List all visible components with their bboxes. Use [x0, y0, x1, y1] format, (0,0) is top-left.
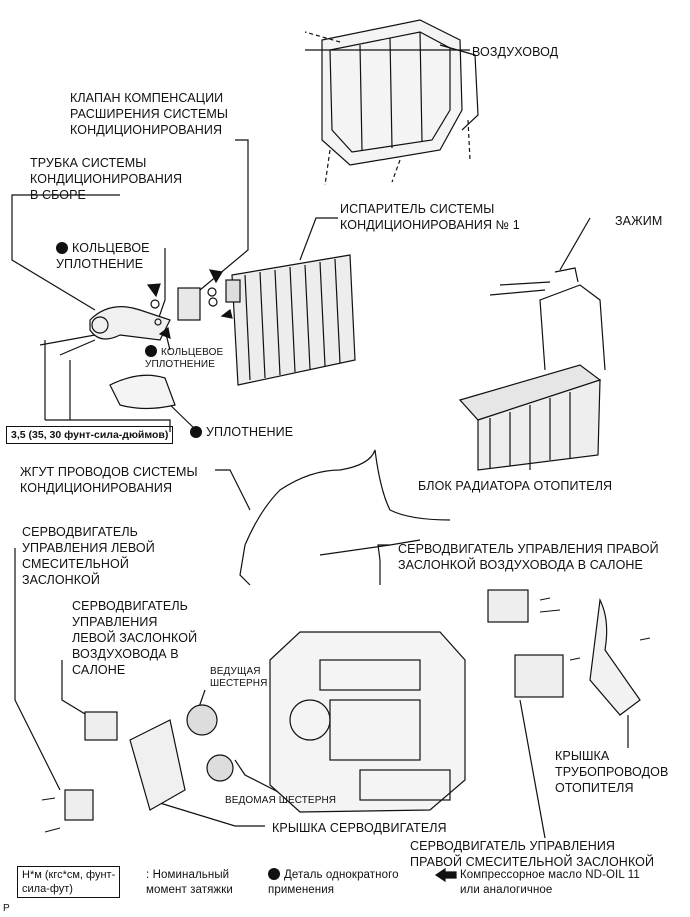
- wire-harness-drawing: [244, 449, 451, 546]
- corner-mark: P: [3, 903, 10, 914]
- label-ac-tube: ТРУБКА СИСТЕМЫ КОНДИЦИОНИРОВАНИЯ В СБОРЕ: [30, 156, 183, 202]
- nonreuse-icon: [268, 868, 280, 880]
- legend-torque-desc: : Номинальный момент затяжки: [146, 869, 233, 896]
- ac-tube-drawing: [39, 306, 171, 356]
- label-right-duct-servo: СЕРВОДВИГАТЕЛЬ УПРАВЛЕНИЯ ПРАВОЙ ЗАСЛОНК…: [398, 542, 659, 572]
- hvac-unit-drawing: [269, 631, 466, 813]
- label-clamp: ЗАЖИМ: [615, 214, 663, 228]
- label-oring-1: КОЛЬЦЕВОЕ УПЛОТНЕНИЕ: [56, 241, 150, 271]
- right-duct-servo-drawing: [487, 589, 529, 623]
- label-drive-gear: ВЕДУЩАЯ ШЕСТЕРНЯ: [210, 666, 268, 689]
- expansion-valve-drawing: [146, 269, 233, 339]
- nonreuse-icon: [56, 242, 68, 254]
- servo-cover-drawing: [129, 719, 186, 811]
- label-seal: УПЛОТНЕНИЕ: [190, 424, 293, 440]
- label-driven-gear: ВЕДОМАЯ ШЕСТЕРНЯ: [225, 795, 337, 806]
- heater-radiator-drawing: [458, 267, 606, 471]
- torque-value: 3,5 (35, 30 фунт-сила-дюймов): [6, 426, 174, 444]
- legend-torque-unit: Н*м (кгс*см, фунт- сила-фут): [17, 866, 121, 898]
- label-duct: ВОЗДУХОВОД: [472, 45, 559, 59]
- label-wire-harness: ЖГУТ ПРОВОДОВ СИСТЕМЫ КОНДИЦИОНИРОВАНИЯ: [20, 465, 198, 495]
- oil-arrow-icon: [434, 867, 457, 883]
- evaporator-drawing: [225, 254, 356, 386]
- label-expansion-valve: КЛАПАН КОМПЕНСАЦИИ РАСШИРЕНИЯ СИСТЕМЫ КО…: [70, 91, 229, 137]
- label-oring-2: КОЛЬЦЕВОЕ УПЛОТНЕНИЕ: [145, 345, 224, 370]
- right-mix-servo-drawing: [514, 654, 564, 698]
- seal-drawing: [109, 374, 176, 410]
- label-right-mix-servo: СЕРВОДВИГАТЕЛЬ УПРАВЛЕНИЯ ПРАВОЙ СМЕСИТЕ…: [410, 839, 655, 869]
- nonreuse-icon: [145, 345, 157, 357]
- legend-nonreuse: Деталь однократного применения: [268, 868, 399, 896]
- left-duct-servo-drawing: [84, 711, 118, 741]
- driven-gear-drawing: [206, 754, 234, 782]
- nonreuse-icon: [190, 426, 202, 438]
- air-duct-drawing: [304, 19, 479, 186]
- label-evaporator: ИСПАРИТЕЛЬ СИСТЕМЫ КОНДИЦИОНИРОВАНИЯ № 1: [340, 202, 520, 232]
- drive-gear-drawing: [186, 704, 218, 736]
- label-heater-cover: КРЫШКА ТРУБОПРОВОДОВ ОТОПИТЕЛЯ: [555, 749, 669, 795]
- legend-oil: Компрессорное масло ND-OIL 11 или аналог…: [460, 869, 640, 896]
- left-mix-servo-drawing: [64, 789, 94, 821]
- label-heater-radiator: БЛОК РАДИАТОРА ОТОПИТЕЛЯ: [418, 479, 613, 493]
- label-servo-cover: КРЫШКА СЕРВОДВИГАТЕЛЯ: [272, 821, 447, 835]
- label-left-mix-servo: СЕРВОДВИГАТЕЛЬ УПРАВЛЕНИЯ ЛЕВОЙ СМЕСИТЕЛ…: [22, 525, 155, 587]
- heater-cover-drawing: [589, 597, 641, 716]
- label-left-duct-servo: СЕРВОДВИГАТЕЛЬ УПРАВЛЕНИЯ ЛЕВОЙ ЗАСЛОНКО…: [72, 599, 198, 677]
